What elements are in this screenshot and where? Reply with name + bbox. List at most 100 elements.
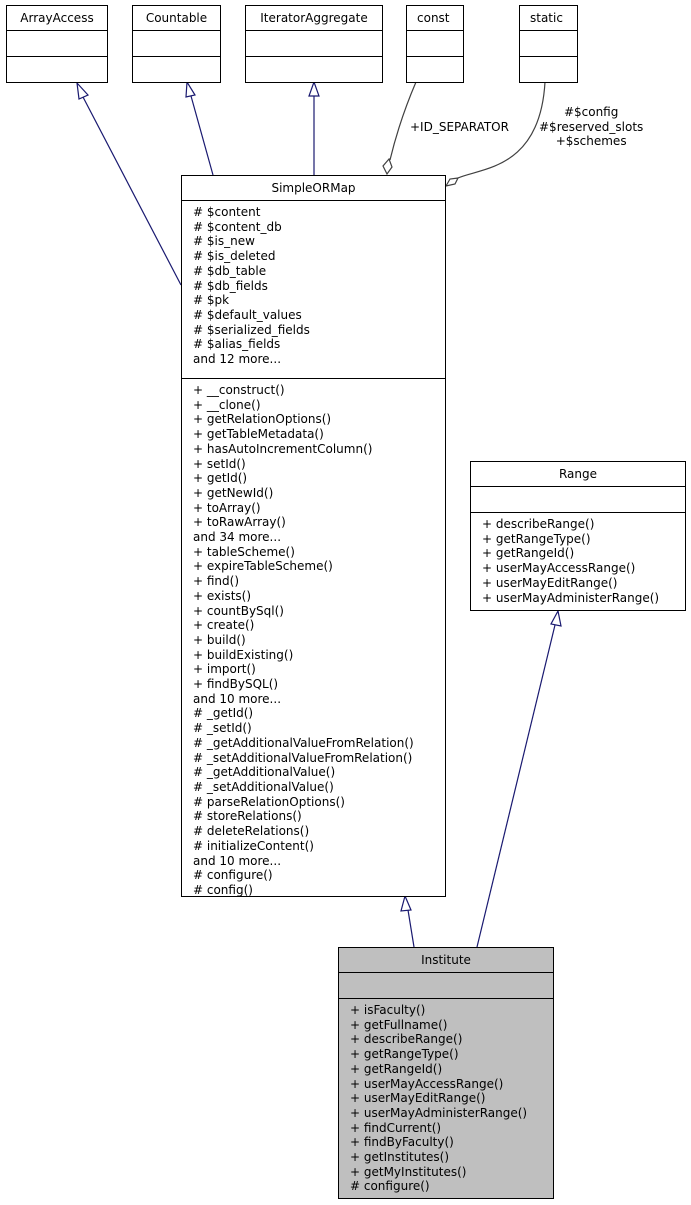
class-method: + getInstitutes() <box>350 1150 450 1165</box>
class-method: # deleteRelations() <box>193 824 310 839</box>
class-method: # _getId() <box>193 706 254 721</box>
class-method: # _setAdditionalValue() <box>193 779 334 794</box>
class-name: SimpleORMap <box>182 176 445 201</box>
class-attribute: # $db_table <box>193 263 267 278</box>
methods-compartment <box>520 57 577 83</box>
class-name: const <box>407 6 463 31</box>
class-attribute: # $is_deleted <box>193 249 276 264</box>
class-method: # _setId() <box>193 721 252 736</box>
class-method: # initializeContent() <box>193 838 314 853</box>
class-method: + userMayAccessRange() <box>350 1076 504 1091</box>
attributes-compartment: # $content# $content_db# $is_new# $is_de… <box>182 201 445 379</box>
edge-label-static-members: #$config #$reserved_slots +$schemes <box>539 105 643 149</box>
attributes-compartment <box>520 31 577 57</box>
edge-label-schemes: +$schemes <box>555 134 627 149</box>
edge-label-id-separator: +ID_SEPARATOR <box>410 120 509 134</box>
class-method: + getRangeType() <box>482 531 591 546</box>
class-name: IteratorAggregate <box>246 6 382 31</box>
class-method: # config() <box>193 882 253 897</box>
methods-compartment: + isFaculty()+ getFullname()+ describeRa… <box>339 999 553 1197</box>
methods-compartment <box>133 57 220 83</box>
class-method: + toArray() <box>193 500 261 515</box>
class-attribute: and 12 more... <box>193 352 282 367</box>
class-attribute: # $default_values <box>193 307 302 322</box>
class-const: const <box>406 5 464 83</box>
class-method: # configure() <box>193 868 273 883</box>
methods-compartment: + describeRange()+ getRangeType()+ getRa… <box>471 513 685 608</box>
class-method: + exists() <box>193 588 252 603</box>
inheritance-arrow-iteratoraggregate <box>308 80 320 97</box>
class-method: + getRangeType() <box>350 1047 459 1062</box>
class-method: + getMyInstitutes() <box>350 1164 467 1179</box>
class-attribute: # $alias_fields <box>193 337 281 352</box>
attributes-compartment <box>339 973 553 999</box>
class-name: Countable <box>133 6 220 31</box>
edge-institute-range <box>476 624 556 948</box>
methods-compartment <box>407 57 463 83</box>
class-method: + describeRange() <box>350 1032 463 1047</box>
class-method: + countBySql() <box>193 603 284 618</box>
attributes-compartment <box>471 487 685 513</box>
inheritance-arrow-range <box>550 609 562 627</box>
class-method: + hasAutoIncrementColumn() <box>193 441 373 456</box>
class-method: + buildExisting() <box>193 647 294 662</box>
attributes-compartment <box>7 31 107 57</box>
class-method: + build() <box>193 632 246 647</box>
class-method: + getRangeId() <box>482 546 575 561</box>
class-method: # _getAdditionalValue() <box>193 765 336 780</box>
class-method: + __construct() <box>193 383 285 397</box>
class-name: Range <box>471 462 685 487</box>
class-method: + tableScheme() <box>193 544 295 559</box>
class-method: # storeRelations() <box>193 809 302 824</box>
edge-label-reserved-slots: #$reserved_slots <box>539 119 644 134</box>
class-attribute: # $is_new <box>193 234 255 249</box>
class-method: + getNewId() <box>193 485 274 500</box>
class-method: + getRangeId() <box>350 1061 443 1076</box>
class-method: and 10 more... <box>193 853 282 868</box>
class-attribute: # $db_fields <box>193 278 268 293</box>
class-name: Institute <box>339 948 553 973</box>
class-method: # parseRelationOptions() <box>193 794 345 809</box>
class-method: and 10 more... <box>193 691 282 706</box>
class-method: + describeRange() <box>482 517 595 531</box>
edge-simpleormap-arrayaccess <box>82 96 182 286</box>
class-institute: Institute + isFaculty()+ getFullname()+ … <box>338 947 554 1199</box>
class-method: # _setAdditionalValueFromRelation() <box>193 750 413 765</box>
methods-compartment: + __construct()+ __clone()+ getRelationO… <box>182 379 445 901</box>
class-range: Range + describeRange()+ getRangeType()+… <box>470 461 686 611</box>
class-attribute: # $pk <box>193 293 230 308</box>
class-name: ArrayAccess <box>7 6 107 31</box>
attributes-compartment <box>133 31 220 57</box>
class-method: + getFullname() <box>350 1017 448 1032</box>
class-method: + isFaculty() <box>350 1003 426 1017</box>
class-method: and 34 more... <box>193 530 282 545</box>
class-attribute: # $content_db <box>193 219 282 234</box>
class-method: + import() <box>193 662 256 677</box>
class-method: + userMayEditRange() <box>350 1091 486 1106</box>
class-method: + getRelationOptions() <box>193 412 332 427</box>
class-method: + expireTableScheme() <box>193 559 333 574</box>
class-static: static <box>519 5 578 83</box>
inheritance-arrow-simpleormap <box>400 894 412 912</box>
attributes-compartment <box>407 31 463 57</box>
attributes-compartment <box>246 31 382 57</box>
inheritance-arrow-countable <box>185 80 196 98</box>
class-attribute: # $content <box>193 205 261 219</box>
class-method: + userMayAdministerRange() <box>350 1105 528 1120</box>
methods-compartment <box>246 57 382 83</box>
inheritance-arrow-arrayaccess <box>76 81 90 100</box>
class-method: # configure() <box>350 1179 430 1194</box>
class-method: + getId() <box>193 471 248 486</box>
class-method: # _getAdditionalValueFromRelation() <box>193 735 414 750</box>
class-method: + create() <box>193 618 255 633</box>
methods-compartment <box>7 57 107 83</box>
class-iteratoraggregate: IteratorAggregate <box>245 5 383 83</box>
class-method: + getTableMetadata() <box>193 427 324 442</box>
class-method: + userMayEditRange() <box>482 575 618 590</box>
edge-label-config: #$config <box>563 105 619 119</box>
class-method: + findBySQL() <box>193 677 279 692</box>
class-method: + userMayAccessRange() <box>482 561 636 576</box>
edge-const-simpleormap <box>389 81 417 161</box>
class-method: + findCurrent() <box>350 1120 442 1135</box>
class-method: + __clone() <box>193 397 261 412</box>
